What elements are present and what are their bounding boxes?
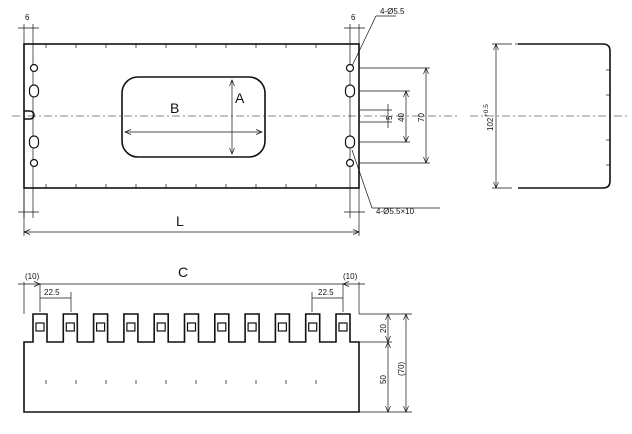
dim-6-right: 6 [351, 13, 356, 22]
dim-70-ref: (70) [397, 361, 406, 376]
dim-70: 70 [417, 113, 426, 122]
slot [344, 84, 356, 98]
dim-102: 102 [486, 117, 495, 131]
tab-square [338, 322, 348, 332]
hole [345, 158, 355, 168]
tab-square [126, 322, 136, 332]
side-profile [518, 43, 611, 189]
front-outline [23, 313, 360, 413]
dim-40: 40 [397, 113, 406, 122]
dim-a-label: A [235, 90, 245, 106]
hole [345, 63, 355, 73]
front-ticks [45, 380, 317, 384]
dim-10-right: (10) [343, 272, 358, 281]
dim-102-tolerance: +0.5 [483, 104, 490, 117]
dim-c-label: C [178, 264, 188, 280]
slots-callout: 4-Ø5.5×10 [376, 207, 415, 216]
tab-square [217, 322, 227, 332]
dim-6-left: 6 [25, 13, 30, 22]
front-view: C (10) (10) 22.5 22.5 20 50 (70) [18, 264, 412, 413]
tab-square [156, 322, 166, 332]
dim-20: 20 [379, 324, 388, 333]
hole [29, 158, 39, 168]
slot [28, 84, 40, 98]
tab-square [308, 322, 318, 332]
tab-square [65, 322, 75, 332]
top-view: A B 6 6 4-Ø5.5 4-Ø5.5×10 [12, 7, 460, 236]
side-view: 102 +0.5 [470, 43, 628, 189]
dim-22-5-right: 22.5 [318, 288, 334, 297]
dim-10-left: (10) [25, 272, 40, 281]
slot [28, 135, 40, 149]
dim-l-label: L [176, 213, 184, 229]
central-opening [121, 76, 266, 158]
tab-square [95, 322, 106, 332]
hole [29, 63, 39, 73]
edge-ticks [45, 44, 317, 188]
dim-50: 50 [379, 375, 388, 384]
tab-squares [35, 322, 348, 332]
slot [344, 135, 356, 149]
holes-callout: 4-Ø5.5 [380, 7, 405, 16]
tab-square [186, 322, 197, 332]
dim-b-label: B [170, 100, 179, 116]
tab-square [35, 322, 45, 332]
dim-22-5-left: 22.5 [44, 288, 60, 297]
plate-notch [24, 110, 35, 120]
dim-5: 5 [385, 115, 394, 120]
tab-square [247, 322, 257, 332]
tab-square [277, 322, 287, 332]
